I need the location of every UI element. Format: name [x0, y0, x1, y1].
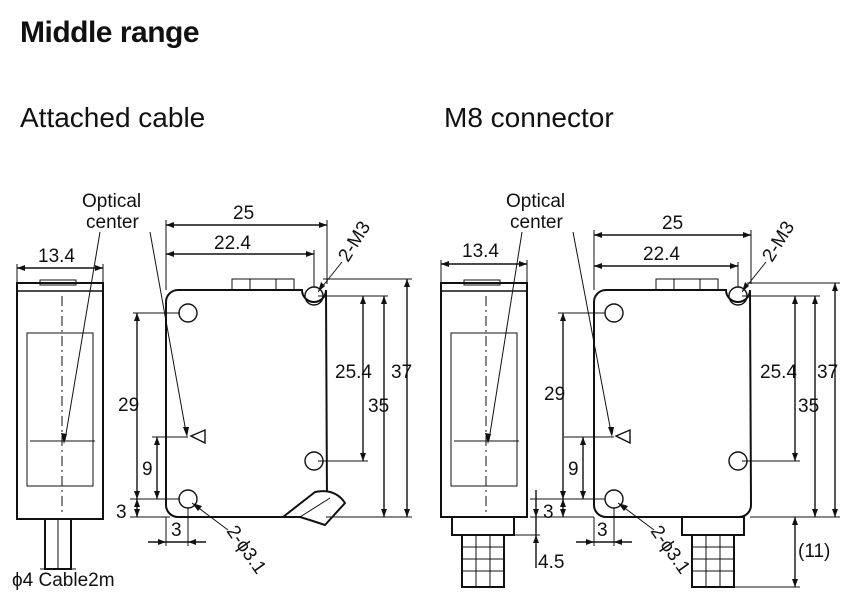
- dim-height-25-4-left: 25.4: [335, 362, 372, 383]
- section-title-attached-cable: Attached cable: [20, 102, 206, 133]
- dim-height-35-right: 35: [798, 396, 819, 417]
- dim-height-29-left: 29: [118, 395, 139, 416]
- dim-height-9-right: 9: [568, 459, 579, 480]
- front-view-cable: [165, 278, 347, 527]
- dim-offset-3-vertical-right: 3: [543, 502, 554, 523]
- label-thread-right: 2-M3: [758, 218, 799, 266]
- attached-cable-drawing: 13.4 Optical center: [12, 191, 412, 591]
- label-optical-line1-right: Optical: [506, 191, 565, 212]
- page-title: Middle range: [20, 16, 200, 49]
- section-title-m8-connector: M8 connector: [444, 102, 614, 133]
- label-hole-left: 2-ϕ3.1: [222, 522, 270, 578]
- label-optical-line2-left: center: [86, 212, 139, 233]
- front-view-connector: [593, 278, 753, 588]
- dim-height-9-left: 9: [142, 459, 153, 480]
- dim-height-25-4-right: 25.4: [760, 362, 797, 383]
- dim-width-25-left: 25: [233, 203, 254, 224]
- label-thread-left: 2-M3: [334, 218, 375, 266]
- m8-connector-drawing: 13.4 Optical center: [440, 191, 840, 588]
- dim-height-29-right: 29: [544, 384, 565, 405]
- dim-side-13-4-right: 13.4: [462, 241, 499, 262]
- dim-connector-4-5: 4.5: [538, 552, 564, 573]
- dim-side-13-4: 13.4: [38, 246, 75, 267]
- label-cable: ϕ4 Cable2m: [12, 570, 115, 591]
- dim-width-25-right: 25: [662, 213, 683, 234]
- dim-connector-11: (11): [798, 541, 830, 562]
- dim-offset-3-vertical-left: 3: [116, 502, 127, 523]
- dim-height-37-right: 37: [817, 362, 838, 383]
- side-view-cable: [16, 279, 104, 570]
- dim-offset-3-horizontal-left: 3: [171, 520, 182, 541]
- label-optical-line2-right: center: [510, 212, 563, 233]
- label-optical-line1-left: Optical: [82, 191, 141, 212]
- dim-width-22-4-right: 22.4: [643, 244, 680, 265]
- dim-width-22-4-left: 22.4: [214, 233, 251, 254]
- dim-height-35-left: 35: [368, 396, 389, 417]
- dim-height-37-left: 37: [391, 362, 412, 383]
- dim-offset-3-horizontal-right: 3: [597, 520, 608, 541]
- side-view-connector: [440, 279, 528, 588]
